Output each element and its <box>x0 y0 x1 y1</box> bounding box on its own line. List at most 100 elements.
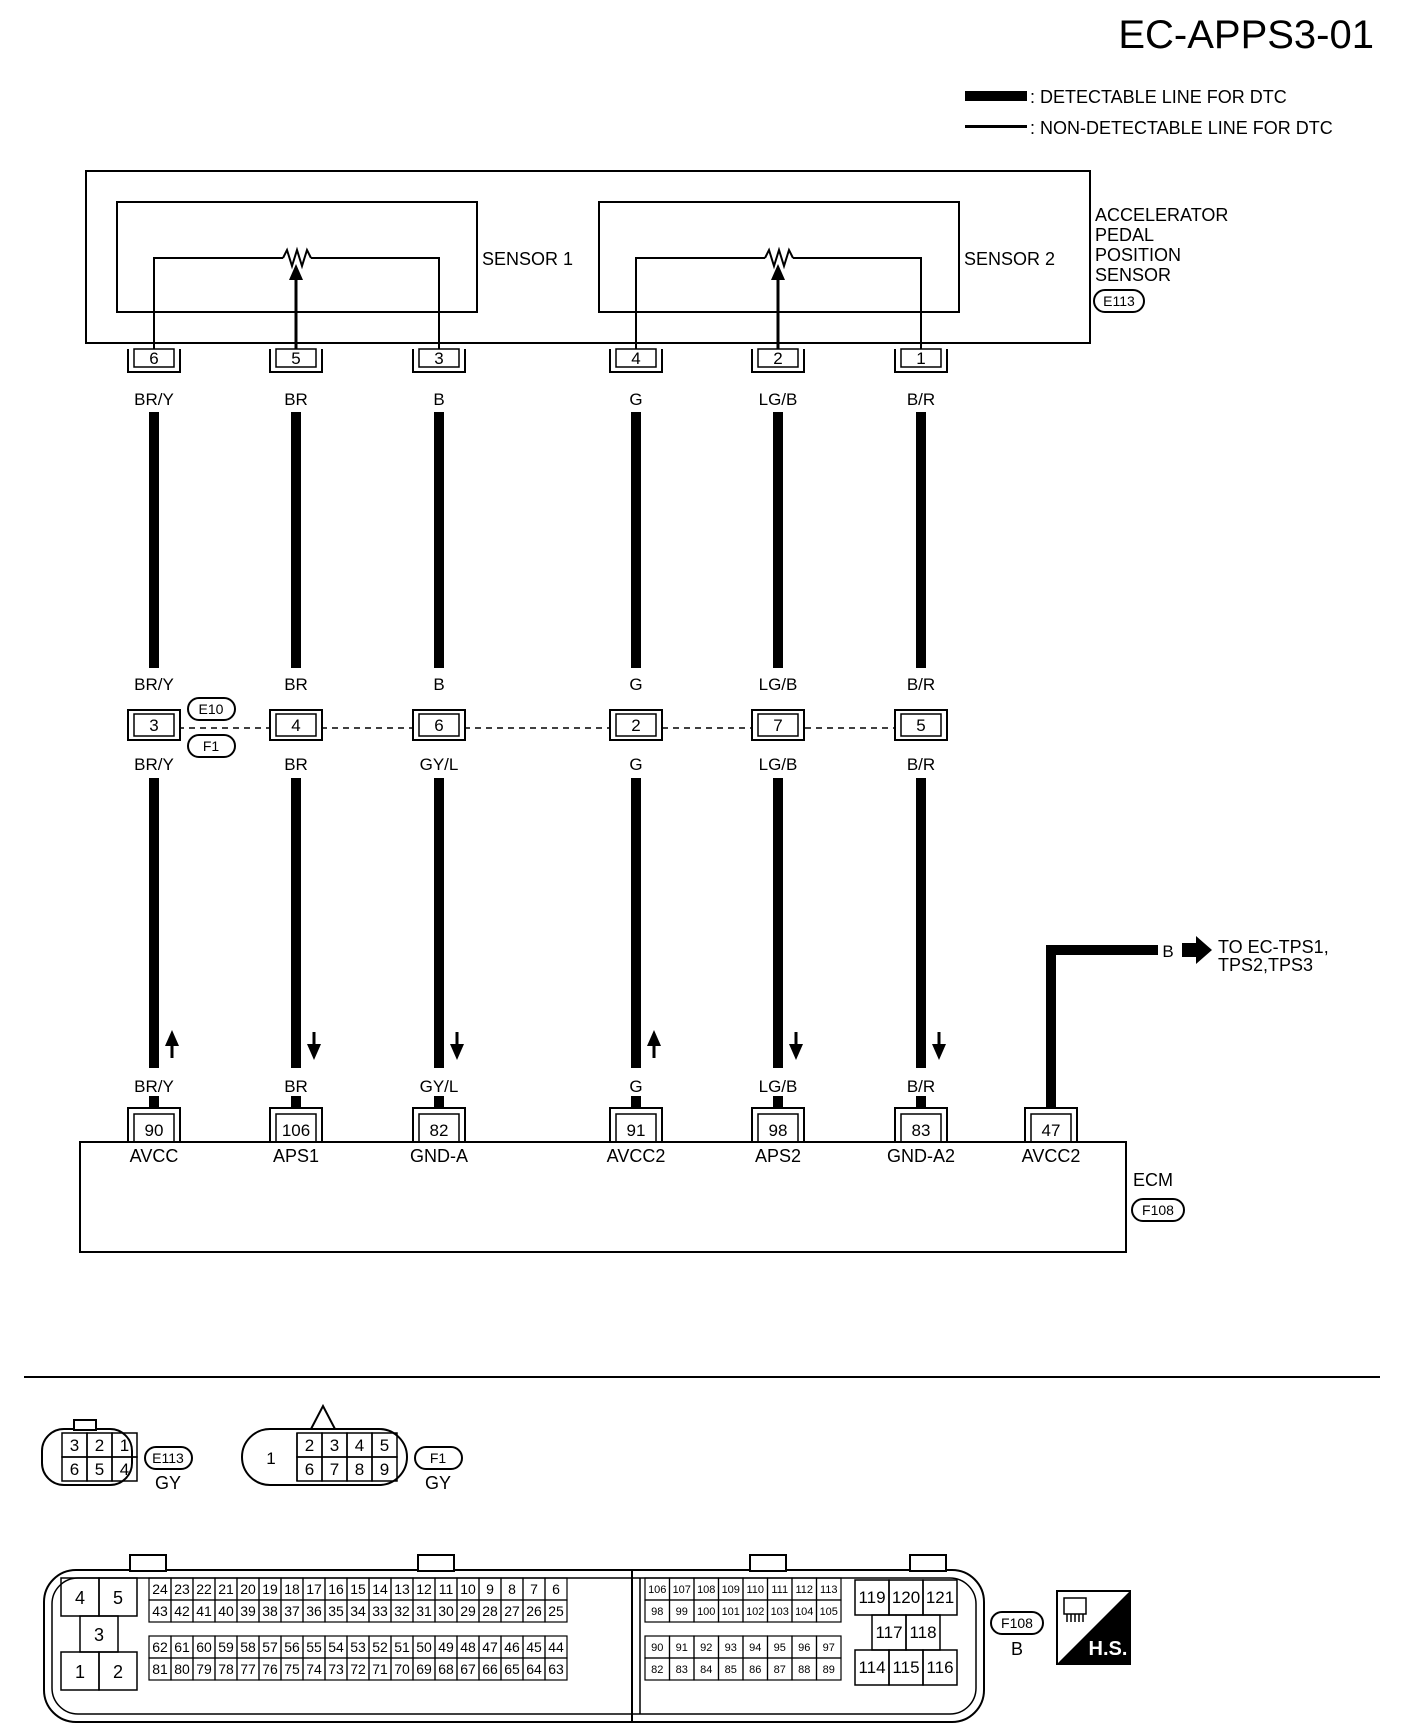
f108-cell-37: 37 <box>284 1603 300 1619</box>
f108-cell-19: 19 <box>262 1581 278 1597</box>
f1-cell-6: 6 <box>305 1460 314 1479</box>
f108-cell-110: 110 <box>746 1584 764 1596</box>
f108-cell-5: 5 <box>113 1588 123 1608</box>
signal-arrowhead-up <box>165 1030 179 1046</box>
f108-cell-77: 77 <box>240 1661 256 1677</box>
f108-cell-73: 73 <box>328 1661 344 1677</box>
ecm-pin-83: 83 <box>894 1107 948 1143</box>
f108-cell-102: 102 <box>746 1606 764 1618</box>
f108-cell-118: 118 <box>909 1623 936 1642</box>
f108-cell-39: 39 <box>240 1603 256 1619</box>
f1-cell <box>371 1456 398 1482</box>
f108-cell <box>922 1649 958 1686</box>
f108-cell-79: 79 <box>196 1661 212 1677</box>
f108-cell-29: 29 <box>460 1603 476 1619</box>
wire-color-upper: G <box>629 390 642 409</box>
sensor-pin-1: 1 <box>916 349 925 368</box>
f108-cell-115: 115 <box>892 1658 919 1677</box>
ecm-pin-91: 91 <box>609 1107 663 1143</box>
f108-cell-24: 24 <box>152 1581 168 1597</box>
f108-cell-94: 94 <box>749 1642 761 1654</box>
f108-cell-91: 91 <box>676 1642 688 1654</box>
f108-cell-25: 25 <box>548 1603 564 1619</box>
sensor-pin-6: 6 <box>149 349 158 368</box>
svg-text:82: 82 <box>430 1121 449 1140</box>
e113-cell-1: 1 <box>120 1436 129 1455</box>
f108-cell-98: 98 <box>651 1606 663 1618</box>
f108-cell-112: 112 <box>795 1584 813 1596</box>
tps-branch-wire <box>1046 945 1158 1108</box>
ecm-pin-98: 98 <box>751 1107 805 1143</box>
wire-color-junction-top: BR/Y <box>134 675 174 694</box>
f108-cell-14: 14 <box>372 1581 388 1597</box>
f108-cell-48: 48 <box>460 1639 476 1655</box>
f108-cell-41: 41 <box>196 1603 212 1619</box>
f108-cell-87: 87 <box>774 1664 786 1676</box>
wire-color-ecm: GY/L <box>420 1077 459 1096</box>
signal-arrowhead-down <box>307 1044 321 1060</box>
f1-cell-8: 8 <box>355 1460 364 1479</box>
connector-view-f108-color: B <box>1011 1639 1023 1659</box>
f108-cell-27: 27 <box>504 1603 520 1619</box>
wire-color-junction-top: LG/B <box>759 675 798 694</box>
f108-cell-44: 44 <box>548 1639 564 1655</box>
f108-cell-68: 68 <box>438 1661 454 1677</box>
f108-cell-21: 21 <box>218 1581 234 1597</box>
f108-cell-108: 108 <box>697 1584 715 1596</box>
f108-cell-92: 92 <box>700 1642 712 1654</box>
f108-cell-80: 80 <box>174 1661 190 1677</box>
junction-pin-4: 4 <box>291 716 300 735</box>
wire-color-junction-bottom: G <box>629 755 642 774</box>
f108-cell-46: 46 <box>504 1639 520 1655</box>
f108-cell-121: 121 <box>926 1588 954 1607</box>
f1-cell-7: 7 <box>330 1460 339 1479</box>
connector-badge-e113 <box>1093 289 1145 313</box>
f108-cell-23: 23 <box>174 1581 190 1597</box>
tps-branch-dest-2: TPS2,TPS3 <box>1218 955 1313 975</box>
connector-view-e113-id: E113 <box>152 1450 184 1466</box>
f108-cell-93: 93 <box>725 1642 737 1654</box>
svg-text:83: 83 <box>912 1121 931 1140</box>
signal-arrowhead-down <box>789 1044 803 1060</box>
connector-badge-f1 <box>187 734 236 758</box>
f108-cell-117: 117 <box>875 1623 902 1642</box>
svg-text:90: 90 <box>145 1121 164 1140</box>
wire-color-upper: LG/B <box>759 390 798 409</box>
junction-pin-3: 3 <box>149 716 158 735</box>
wire-color-ecm: B/R <box>907 1077 935 1096</box>
f108-cell-38: 38 <box>262 1603 278 1619</box>
f108-cell-20: 20 <box>240 1581 256 1597</box>
wire-color-junction-bottom: BR <box>284 755 308 774</box>
f108-cell-81: 81 <box>152 1661 168 1677</box>
wire-color-ecm: BR/Y <box>134 1077 174 1096</box>
wire-color-ecm: G <box>629 1077 642 1096</box>
f108-cell-12: 12 <box>416 1581 432 1597</box>
junction-pin-6: 6 <box>434 716 443 735</box>
ecm-box <box>79 1141 1127 1253</box>
f108-cell-106: 106 <box>648 1584 666 1596</box>
svg-text:47: 47 <box>1042 1121 1061 1140</box>
sensor-pin-4: 4 <box>631 349 640 368</box>
f108-cell-84: 84 <box>700 1664 712 1676</box>
wire-color-upper: BR <box>284 390 308 409</box>
f1-cell-2: 2 <box>305 1436 314 1455</box>
accelerator-pedal-position-sensor: SENSOR 1 SENSOR 2 ACCELERATOR PEDAL POSI… <box>85 170 1228 359</box>
sensor-2-label: SENSOR 2 <box>964 249 1055 269</box>
sensor-housing <box>85 170 1091 344</box>
ecm-signal-aps2: APS2 <box>755 1146 801 1166</box>
f108-cell-32: 32 <box>394 1603 410 1619</box>
f108-cell-10: 10 <box>460 1581 476 1597</box>
f108-cell-69: 69 <box>416 1661 432 1677</box>
signal-arrowhead-up <box>647 1030 661 1046</box>
sensor-1-label: SENSOR 1 <box>482 249 573 269</box>
f108-cell-22: 22 <box>196 1581 212 1597</box>
tps-branch-dest-1: TO EC-TPS1, <box>1218 937 1329 957</box>
f108-cell-26: 26 <box>526 1603 542 1619</box>
legend: : DETECTABLE LINE FOR DTC : NON-DETECTAB… <box>965 87 1333 138</box>
ecm-pin-90: 90 <box>127 1107 181 1143</box>
page-code: EC-APPS3-01 <box>1118 13 1374 57</box>
